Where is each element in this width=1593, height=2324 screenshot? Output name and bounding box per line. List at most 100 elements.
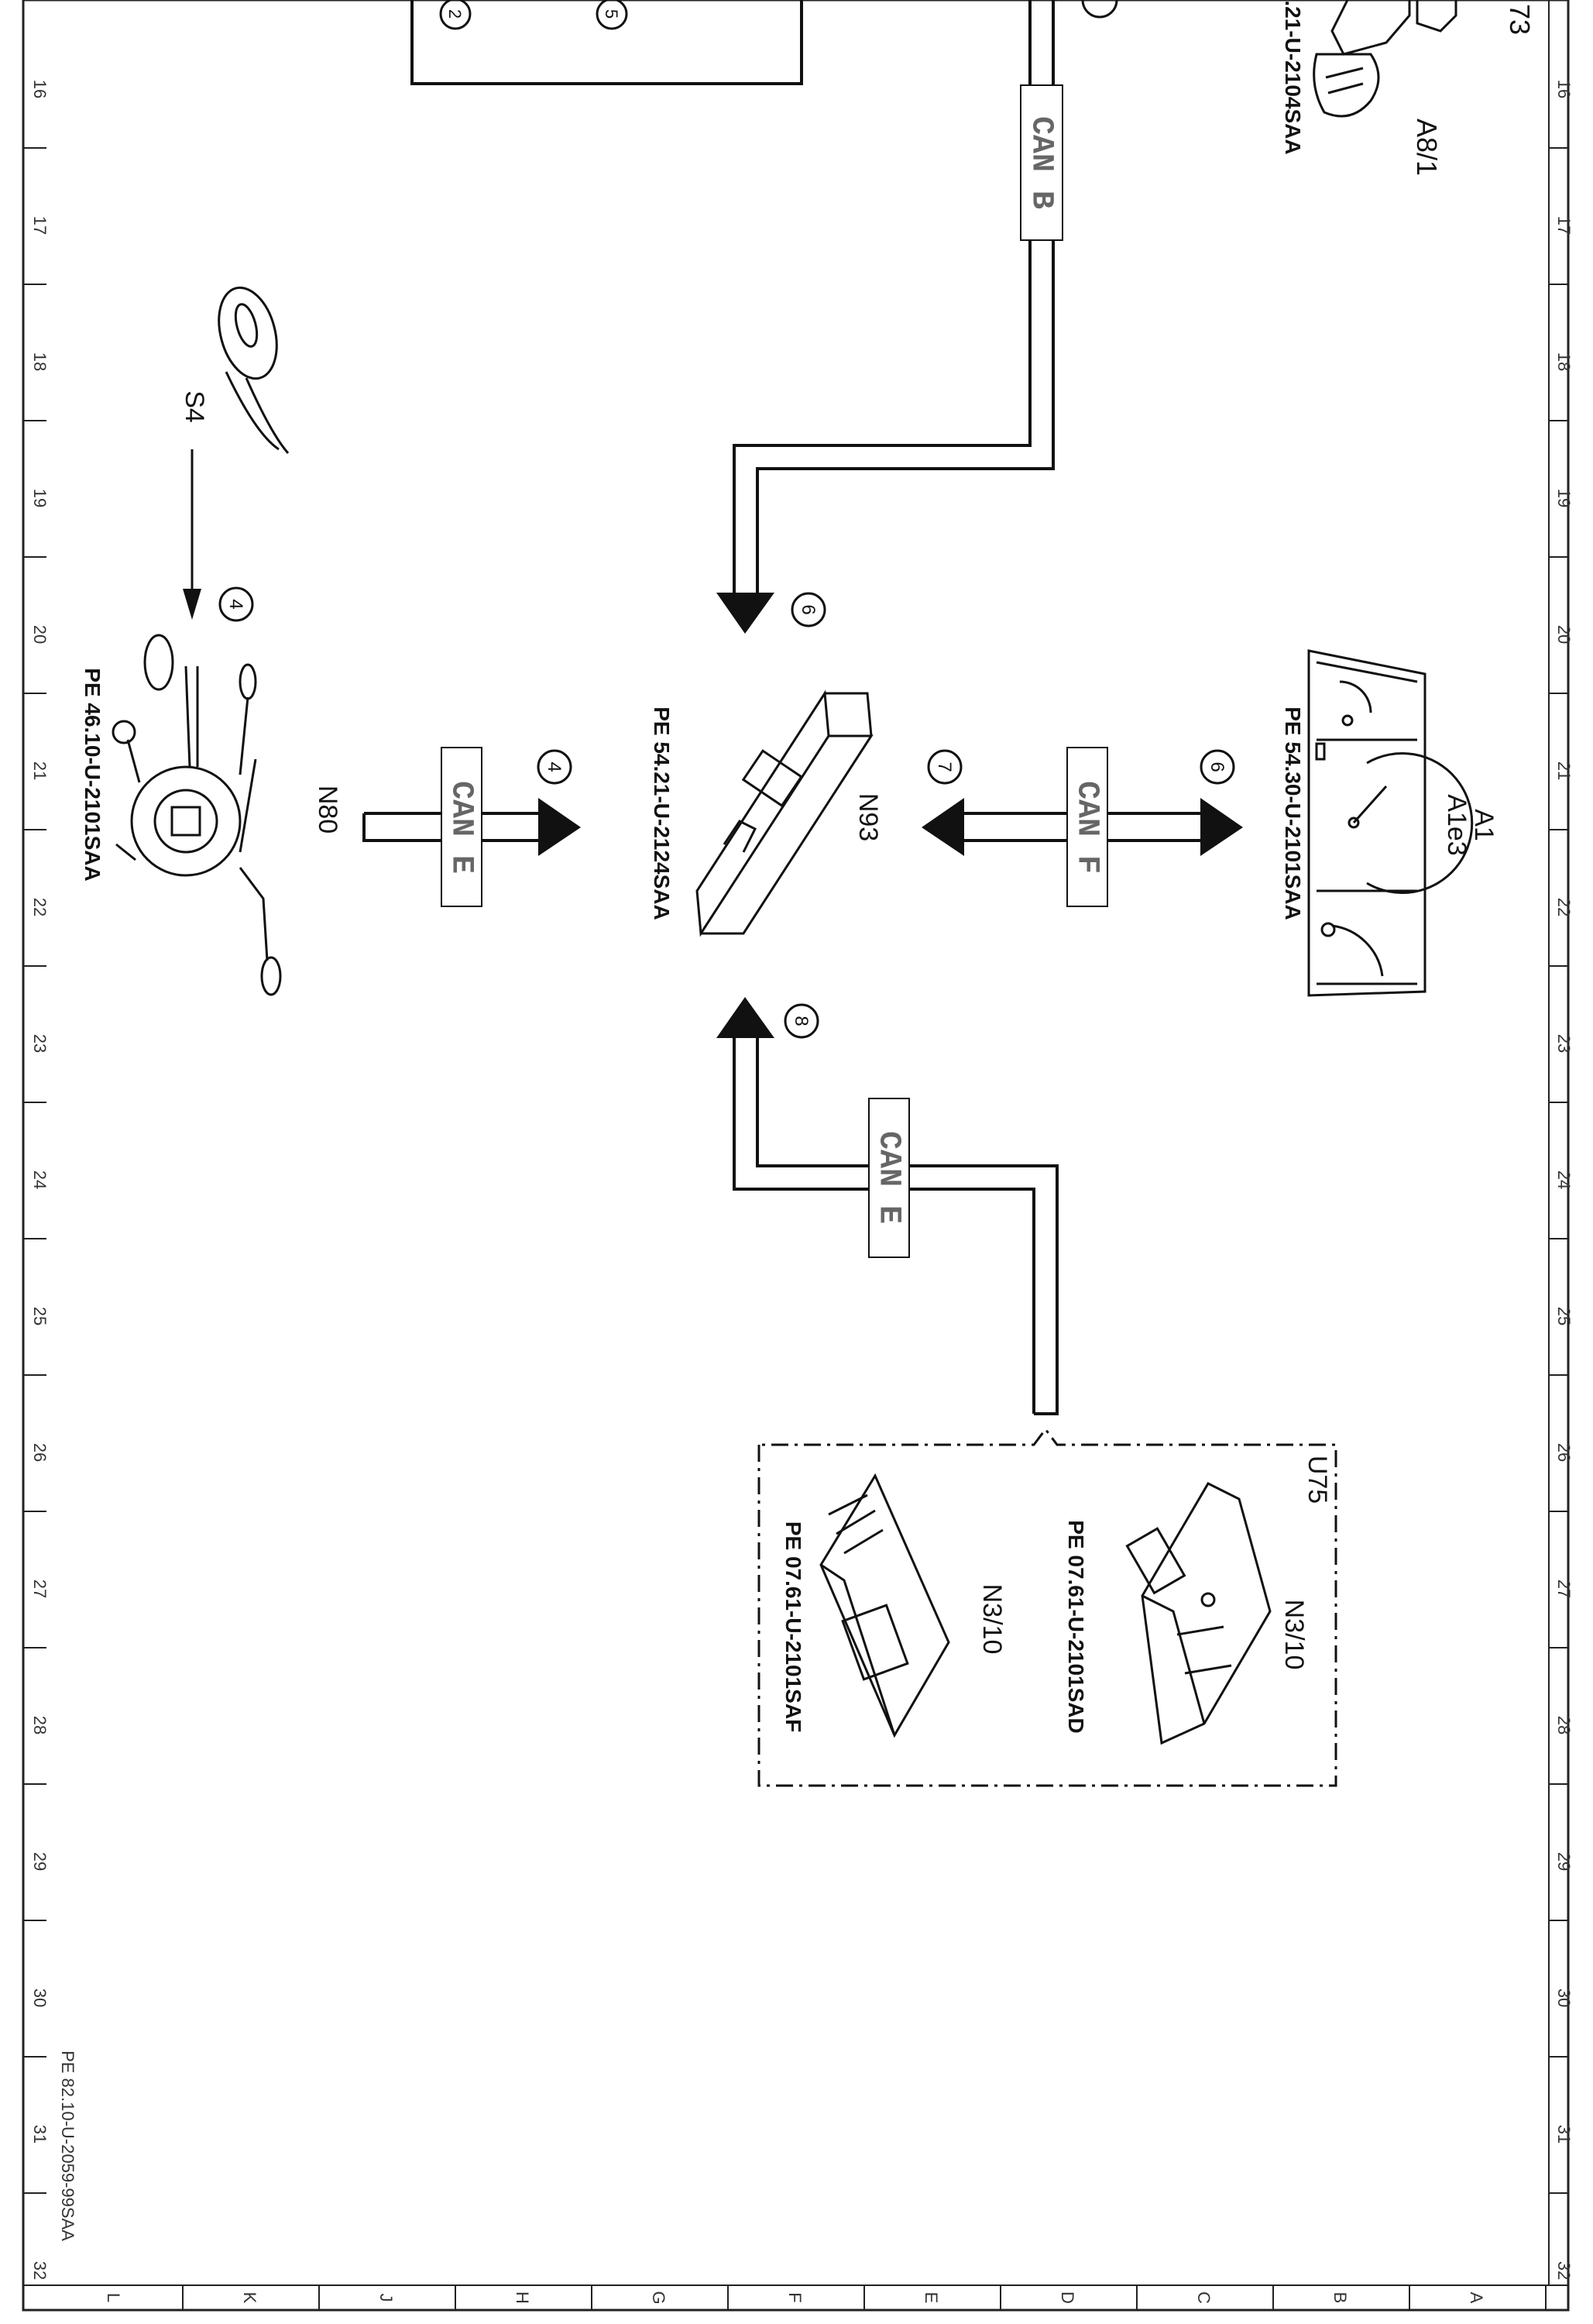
row-label: 21 bbox=[1554, 761, 1574, 780]
svg-text:U75: U75 bbox=[1303, 1456, 1332, 1504]
n310b-ecu bbox=[819, 1473, 950, 1738]
row-label: 16 bbox=[1554, 80, 1574, 98]
svg-text:7: 7 bbox=[934, 761, 955, 772]
row-label: 27 bbox=[1554, 1580, 1574, 1598]
row-label: 32 bbox=[1554, 2261, 1574, 2280]
svg-text:6: 6 bbox=[1207, 761, 1227, 772]
n310a-ecu bbox=[1125, 1482, 1272, 1745]
svg-text:CAN E: CAN E bbox=[443, 781, 478, 874]
can-e2-arrow bbox=[716, 997, 774, 1038]
can-e1-arrow bbox=[538, 798, 581, 856]
svg-text:6: 6 bbox=[798, 604, 819, 614]
row-label: 29 bbox=[30, 1852, 50, 1871]
svg-text:73: 73 bbox=[1504, 4, 1536, 35]
source-box bbox=[410, 0, 803, 85]
can-e2-label-box bbox=[868, 1098, 910, 1258]
row-label: 26 bbox=[1554, 1443, 1574, 1462]
col-label: H bbox=[513, 2291, 532, 2304]
marker-5: 5 bbox=[596, 0, 628, 30]
row-label: 24 bbox=[30, 1171, 50, 1189]
row-label: 17 bbox=[1554, 216, 1574, 235]
svg-text:PE 07.61-U-2101SAF: PE 07.61-U-2101SAF bbox=[781, 1521, 805, 1732]
svg-text:CAN E: CAN E bbox=[870, 1131, 905, 1224]
can-f-arrow-right bbox=[1200, 798, 1243, 856]
can-b-bus bbox=[733, 0, 1055, 596]
marker-6a: 6 bbox=[791, 592, 826, 627]
col-label: F bbox=[785, 2292, 805, 2302]
svg-text:8: 8 bbox=[791, 1016, 812, 1026]
a1-instrument-cluster bbox=[1307, 649, 1474, 997]
svg-text:2: 2 bbox=[445, 9, 465, 19]
row-label: 31 bbox=[30, 2125, 50, 2144]
svg-text:PE 46.10-U-2101SAA: PE 46.10-U-2101SAA bbox=[81, 668, 105, 881]
svg-text:PE 54.21-U-2124SAA: PE 54.21-U-2124SAA bbox=[650, 706, 674, 920]
marker-4b: 4 bbox=[537, 749, 572, 785]
row-label: 28 bbox=[30, 1716, 50, 1734]
svg-text:5: 5 bbox=[602, 9, 621, 19]
col-label: B bbox=[1330, 2292, 1350, 2304]
can-b-label-box bbox=[1020, 84, 1063, 241]
col-label: E bbox=[922, 2292, 941, 2304]
row-label: 27 bbox=[30, 1580, 50, 1598]
row-label: 23 bbox=[1554, 1034, 1574, 1053]
row-label: 21 bbox=[30, 761, 50, 780]
svg-text:N3/10: N3/10 bbox=[1279, 1600, 1309, 1670]
svg-text:A1: A1 bbox=[1469, 809, 1499, 841]
svg-text:4: 4 bbox=[225, 599, 246, 609]
svg-text:CAN B: CAN B bbox=[1023, 116, 1058, 209]
document-ref: PE 82.10-U-2059-99SAA bbox=[58, 2051, 77, 2241]
svg-text:A1e3: A1e3 bbox=[1442, 794, 1471, 855]
row-label: 32 bbox=[30, 2261, 50, 2280]
row-label: 20 bbox=[1554, 625, 1574, 644]
row-label: 22 bbox=[30, 898, 50, 916]
col-ticks bbox=[182, 2285, 1547, 2310]
row-label: 22 bbox=[1554, 898, 1574, 916]
row-label: 18 bbox=[1554, 352, 1574, 371]
marker-4a: 4 bbox=[218, 586, 254, 622]
svg-text:PE 07.61-U-2101SAD: PE 07.61-U-2101SAD bbox=[1064, 1520, 1088, 1733]
svg-text:PE 54.30-U-2101SAA: PE 54.30-U-2101SAA bbox=[1281, 706, 1305, 920]
row-label: 29 bbox=[1554, 1852, 1574, 1871]
row-label: 19 bbox=[1554, 489, 1574, 507]
row-label: 26 bbox=[30, 1443, 50, 1462]
col-label: G bbox=[649, 2291, 668, 2304]
marker-6b: 6 bbox=[1200, 749, 1235, 785]
svg-text:N80: N80 bbox=[313, 786, 342, 834]
a8-key-device bbox=[1081, 0, 1457, 118]
row-label: 17 bbox=[30, 216, 50, 235]
col-label: K bbox=[240, 2292, 259, 2304]
s4-switch bbox=[218, 286, 290, 454]
marker-7: 7 bbox=[927, 749, 963, 785]
outer-frame bbox=[22, 0, 1570, 2312]
marker-8: 8 bbox=[784, 1003, 819, 1039]
can-f-label-box bbox=[1066, 747, 1108, 907]
row-label: 30 bbox=[1554, 1989, 1574, 2007]
row-label: 25 bbox=[30, 1307, 50, 1325]
row-label: 30 bbox=[30, 1989, 50, 2007]
svg-text:CAN F: CAN F bbox=[1069, 781, 1104, 874]
svg-text:4: 4 bbox=[544, 761, 565, 772]
n80-module bbox=[112, 634, 282, 996]
row-label: 24 bbox=[1554, 1171, 1574, 1189]
can-b-arrow bbox=[716, 593, 774, 634]
svg-text:N3/10: N3/10 bbox=[977, 1584, 1007, 1655]
marker-2: 2 bbox=[439, 0, 472, 30]
n93-module bbox=[695, 689, 874, 937]
row-label: 18 bbox=[30, 352, 50, 371]
can-e1-label-box bbox=[441, 747, 482, 907]
col-label: C bbox=[1194, 2291, 1214, 2304]
svg-text:S4: S4 bbox=[180, 390, 209, 423]
row-label: 25 bbox=[1554, 1307, 1574, 1325]
row-label: 31 bbox=[1554, 2125, 1574, 2144]
svg-text:A8/1: A8/1 bbox=[1411, 119, 1443, 176]
svg-text:.21-U-2104SAA: .21-U-2104SAA bbox=[1281, 0, 1305, 154]
row-ticks bbox=[23, 147, 1568, 2194]
u75-group-box bbox=[757, 1427, 1337, 1787]
row-label: 16 bbox=[30, 80, 50, 98]
s4-arrow bbox=[183, 589, 201, 620]
col-label: J bbox=[376, 2294, 396, 2302]
col-label: D bbox=[1058, 2291, 1077, 2304]
